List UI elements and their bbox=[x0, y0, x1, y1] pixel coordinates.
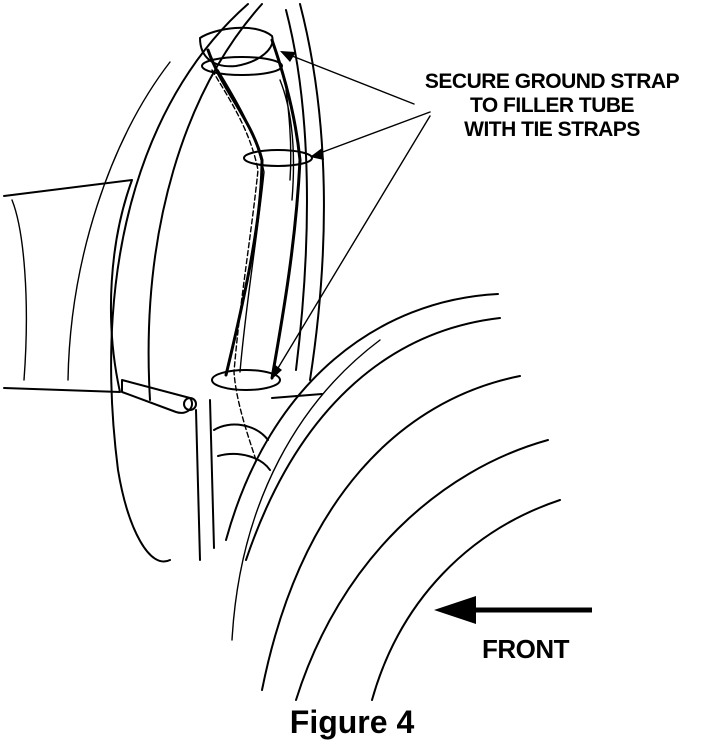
wheel-arc-5 bbox=[371, 499, 561, 701]
filler-tube-left-wall bbox=[206, 48, 264, 377]
wheel-arc-6 bbox=[231, 339, 381, 641]
callout-line-2: TO FILLER TUBE bbox=[469, 94, 635, 117]
tie-strap-middle bbox=[243, 149, 313, 167]
mount-post bbox=[195, 399, 215, 561]
callout-text: SECURE GROUND STRAP TO FILLER TUBE WITH … bbox=[392, 70, 704, 142]
filler-tube-shading bbox=[279, 79, 295, 201]
arrow-left-icon bbox=[434, 596, 592, 624]
leader-line-middle bbox=[311, 111, 431, 157]
filler-tube-right-wall bbox=[270, 38, 302, 380]
fender-edge-arc bbox=[67, 61, 171, 381]
leader-line-upper bbox=[281, 51, 415, 105]
ground-strap-edge bbox=[217, 69, 265, 373]
leader-arrowhead-lower bbox=[271, 364, 282, 380]
fender-inner-arc bbox=[147, 3, 263, 401]
direction-label: FRONT bbox=[482, 634, 570, 664]
ground-strap bbox=[211, 69, 259, 461]
callout-line-1: SECURE GROUND STRAP bbox=[424, 70, 680, 93]
mount-clamp bbox=[213, 423, 271, 471]
housing-right-inner bbox=[285, 9, 308, 371]
body-panel-shade bbox=[11, 199, 28, 381]
body-panel bbox=[3, 179, 133, 393]
wheel-arc-1 bbox=[225, 293, 499, 541]
wheel-arc-3 bbox=[261, 375, 521, 691]
housing-right-outer bbox=[299, 3, 325, 381]
wheel-arc-4 bbox=[295, 439, 549, 701]
callout-line-3: WITH TIE STRAPS bbox=[464, 118, 640, 141]
mount-bracket bbox=[121, 379, 194, 414]
tie-strap-upper bbox=[201, 56, 283, 76]
leader-arrowhead-upper bbox=[280, 51, 296, 62]
figure-caption: Figure 4 bbox=[289, 704, 415, 740]
fender-outer-arc bbox=[110, 3, 249, 563]
tie-strap-lower bbox=[211, 369, 281, 391]
leader-line-lower bbox=[271, 115, 431, 379]
leader-arrowhead-middle bbox=[310, 148, 324, 160]
wheel-arc-2 bbox=[245, 317, 501, 561]
mount-bolt bbox=[183, 397, 197, 411]
